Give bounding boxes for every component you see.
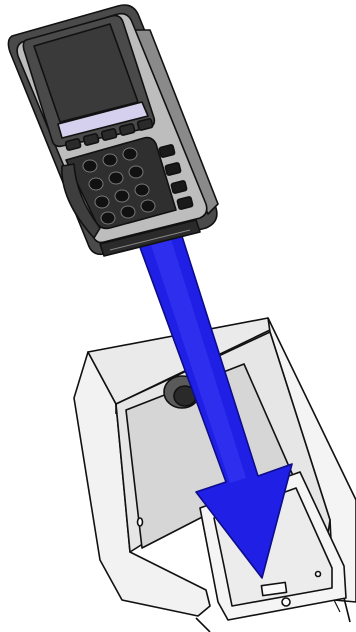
payment-terminal bbox=[8, 5, 218, 256]
numeric-key bbox=[141, 200, 155, 212]
numeric-key bbox=[123, 148, 137, 160]
numeric-key bbox=[101, 212, 115, 224]
front-screw bbox=[282, 598, 290, 606]
numeric-key bbox=[115, 190, 129, 202]
numeric-key bbox=[129, 166, 143, 178]
numeric-key bbox=[109, 172, 123, 184]
numeric-key bbox=[135, 184, 149, 196]
numeric-key bbox=[103, 154, 117, 166]
side-screw bbox=[316, 572, 321, 577]
numeric-key bbox=[89, 178, 103, 190]
numeric-key bbox=[83, 160, 97, 172]
side-hole bbox=[138, 518, 143, 526]
numeric-key bbox=[95, 196, 109, 208]
numeric-key bbox=[121, 206, 135, 218]
